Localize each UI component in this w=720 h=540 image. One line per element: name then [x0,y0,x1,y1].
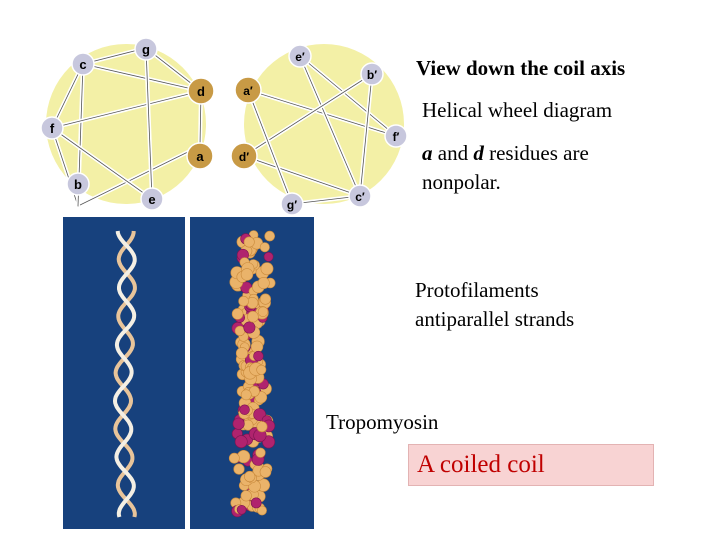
wheel-right-link-bd-inner [243,73,373,157]
spacefill-atom [255,447,266,458]
spacefill-atom [234,435,248,449]
wheel-left-link-cd-inner [82,63,202,92]
spacefill-atom [259,466,272,478]
residue-c-prime: c′ [348,184,372,208]
spacefill-atom [235,347,249,360]
spacefill-atom [240,389,252,401]
spacefill-atom [257,276,270,289]
spacefill-atom [250,340,264,354]
svg-text:g: g [142,42,150,57]
spacefill-atom [243,321,256,334]
spacefill-atom [233,463,245,475]
spacefill-atom [257,306,269,317]
spacefill-atom [257,505,267,516]
residue-b: b [66,172,90,196]
wheel-right-link-af-inner [247,89,397,137]
spacefill-atom [231,308,244,320]
wheel-right-link-dc-inner [243,155,361,197]
ribbon-strand [112,230,137,518]
spacefill-atom [234,325,246,337]
coiled-coil-caption-box: A coiled coil [408,444,654,486]
svg-text:g′: g′ [287,198,297,212]
svg-text:a: a [196,149,204,164]
spacefill-atom [259,242,270,253]
residue-f-prime: f′ [384,124,408,148]
residue-b-prime: b′ [360,62,384,86]
coiled-coil-spacefill-image [228,230,276,518]
spacefill-atom [264,230,275,242]
protofilaments-text: Protofilaments [415,278,539,302]
residue-e-prime: e′ [288,44,312,68]
residue-d: d [187,77,215,105]
wheel-left: g c d f a b e [40,37,215,211]
svg-text:f: f [50,121,55,136]
residue-c: c [71,52,95,76]
spacefill-atom [236,504,247,515]
wheel-right-link-fe-inner [299,55,397,137]
ribbon-strand [113,230,137,518]
helical-wheel-text: Helical wheel diagram [422,98,613,122]
residues-are-text: residues are [483,141,589,165]
wheel-left-link-df-inner [51,90,202,129]
svg-text:e: e [148,192,155,207]
wheel-left-link-eg-inner [145,47,153,200]
residue-f: f [40,116,64,140]
nonpolar-text: nonpolar. [422,170,501,194]
spacefill-atom [263,251,274,262]
spacefill-atom [240,490,252,502]
antiparallel-text: antiparallel strands [415,307,575,331]
spacefill-atom [260,262,274,276]
spacefill-atom [239,404,250,415]
helical-wheel-diagrams: g c d f a b e [40,37,408,216]
residue-e: e [140,187,164,211]
and-text: and [432,141,474,165]
wheel-right: e′ b′ a′ f′ d′ c′ g′ [230,44,408,216]
coiled-coil-ribbon-image [112,230,137,518]
view-down-axis-text: View down the coil axis [416,56,626,80]
svg-text:d′: d′ [239,150,249,164]
svg-text:c′: c′ [355,190,365,204]
coiled-coil-caption: A coiled coil [417,451,545,478]
svg-text:c: c [79,57,86,72]
residue-d-text: d [473,141,484,165]
residue-a-text: a [422,141,433,165]
residue-d-prime: d′ [230,142,258,170]
ribbon-model-panel [63,217,185,529]
spacefill-atom [244,470,256,483]
residue-a: a [186,142,214,170]
wheel-right-link-ga-inner [247,89,293,205]
residue-g: g [134,37,158,61]
wheel-right-link-cb-inner [359,73,373,197]
residue-g-prime: g′ [280,192,304,216]
spacefill-atom [232,417,245,430]
svg-text:b′: b′ [367,68,377,82]
residues-nonpolar-line1: a and d residues are [422,139,589,167]
spacefill-atom [256,421,268,433]
spacefill-atom [256,364,267,375]
spacefill-atom [247,310,259,323]
tropomyosin-text: Tropomyosin [326,410,439,434]
spacefill-atom [240,268,254,281]
spacefill-atom [259,293,271,305]
spacefill-atom [253,350,264,362]
svg-text:e′: e′ [295,50,305,64]
spacefill-atom [243,236,255,248]
spacefill-atom [250,497,262,509]
svg-text:f′: f′ [393,130,400,144]
svg-text:b: b [74,177,82,192]
spacefill-atom [238,295,249,307]
space-filling-model-panel [190,217,314,529]
svg-text:d: d [197,84,205,99]
wheel-right-link-ec-inner [299,55,361,197]
residue-a-prime: a′ [234,76,262,104]
svg-text:a′: a′ [243,84,253,98]
spacefill-atom [228,452,240,464]
wheel-left-link-fe-inner [51,127,153,200]
